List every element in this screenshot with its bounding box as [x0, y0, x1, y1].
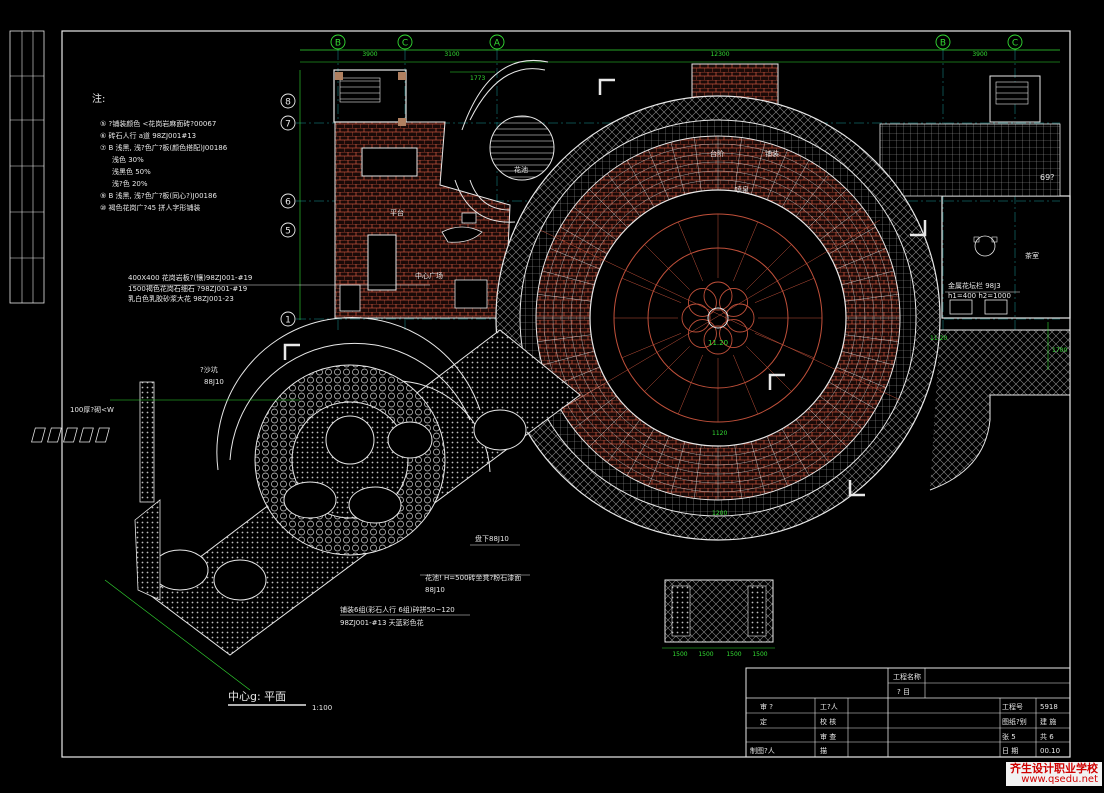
label-fountain: 喷泉 — [735, 185, 749, 194]
tb-project-label: 工程名称 — [893, 672, 921, 681]
tb-r4-c2: 描 — [820, 746, 827, 755]
watermark: 齐生设计职业学校 www.qsedu.net — [1006, 762, 1102, 786]
dim-b: 1773 — [470, 75, 485, 82]
margin-strip — [9, 30, 45, 304]
note-item-7: ⑩ 褐色花岗广?45 拼人字形铺装 — [100, 203, 200, 212]
bottom-dimension-2: 1500 — [726, 651, 741, 658]
bench-row — [31, 427, 110, 443]
grid-axis-left: 8 7 6 5 1 — [280, 93, 296, 327]
notes-list: ⑤ ?铺装颜色 <花岗岩麻面砖?00067 ⑥ 砖石人行 a道 98ZJ001#1… — [100, 119, 228, 212]
tb-r1-c1: 审 ? — [760, 702, 773, 711]
grid-label-left-4: 1 — [285, 316, 291, 326]
tb-r4-c1: 制图?人 — [750, 746, 775, 755]
dim-a: 1120 — [712, 430, 727, 437]
watermark-line-2: www.qsedu.net — [1021, 774, 1098, 785]
dim-c: 1200 — [712, 510, 727, 517]
planter-box-2 — [367, 234, 397, 291]
tb-r1-c2: 工?人 — [820, 703, 838, 711]
tb-r2-c4: 建 施 — [1040, 717, 1056, 726]
tb-r2-c2: 校 核 — [820, 717, 836, 726]
detail-ref: ?沙坑 — [200, 365, 218, 374]
label-garden: 花池 — [514, 165, 528, 174]
callout-2: 1500褐色花岗石细石 ?98ZJ001-#19 — [128, 284, 247, 293]
side-note: 100厚?砌<W — [70, 406, 114, 414]
top-dimension-0: 3900 — [362, 51, 377, 58]
top-dimension-1: 3100 — [444, 51, 459, 58]
notes-heading: 注: — [92, 92, 105, 105]
grid-label-top-0: B — [335, 39, 341, 49]
label-step: 台阶 — [710, 149, 724, 158]
drawing-title: 中心g: 平面 — [228, 690, 286, 703]
bottom-dimension-0: 1500 — [672, 651, 687, 658]
tb-r3-c3: 张 5 — [1002, 732, 1016, 741]
tb-r1-c3: 工程号 — [1002, 702, 1023, 711]
bottom-dimension-3: 1500 — [752, 651, 767, 658]
grid-label-top-2: A — [494, 39, 501, 49]
grid-label-left-0: 8 — [285, 98, 291, 108]
watermark-line-1: 齐生设计职业学校 — [1010, 762, 1098, 775]
planter-note: 花池! H=500砖坐凳?粉石漆面 — [425, 573, 521, 582]
dim-d: 1700 — [1052, 347, 1067, 354]
note-item-0: ⑤ ?铺装颜色 <花岗岩麻面砖?00067 — [100, 119, 216, 128]
label-room: 茶室 — [1025, 251, 1039, 260]
grid-label-top-4: C — [1012, 39, 1018, 49]
note-item-1: ⑥ 砖石人行 a道 98ZJ001#13 — [100, 131, 196, 140]
tb-r2-c3: 图纸?别 — [1002, 717, 1027, 726]
tb-r4-c4: 00.10 — [1040, 747, 1060, 755]
grid-label-left-3: 5 — [285, 227, 291, 237]
grid-label-left-2: 6 — [285, 198, 291, 208]
label-walk: 铺装 — [765, 149, 779, 158]
round-garden — [489, 115, 555, 181]
tb-item-label: ? 目 — [897, 688, 910, 696]
center-elevation: 11.20 — [708, 339, 728, 347]
grid-label-left-1: 7 — [285, 120, 291, 130]
note-item-5: 浅?色 20% — [112, 179, 148, 188]
note-item-6: ⑨ B 浅黑, 浅?色广?板(同心?)J00186 — [100, 191, 217, 200]
title-block — [745, 667, 1071, 758]
bottom-dimensions: 1500 1500 1500 1500 — [672, 651, 767, 658]
tb-r3-c2: 审 查 — [820, 732, 836, 741]
label-room-2: 69? — [1040, 173, 1054, 182]
note-item-2: ⑦ B 浅黑, 浅?色广?板(颜色搭配)J00186 — [100, 143, 228, 152]
tb-r2-c1: 定 — [760, 717, 767, 726]
planter-box — [361, 147, 418, 177]
pool-height: h1=400 h2=1000 — [948, 292, 1011, 300]
fountain-center — [707, 307, 729, 329]
pave-ref: 98ZJ001-#13 天蓝彩色花 — [340, 618, 424, 627]
drawing-scale: 1:100 — [312, 704, 332, 712]
tb-r3-c4: 共 6 — [1040, 732, 1054, 741]
label-plaza: 中心广场 — [415, 271, 443, 280]
grid-label-top-1: C — [402, 39, 408, 49]
tb-r4-c3: 日 期 — [1002, 747, 1018, 755]
top-dimension-3: 3900 — [972, 51, 987, 58]
label-terrace: 平台 — [390, 208, 404, 217]
planter-ref: 88J10 — [425, 586, 445, 594]
top-dimensions: 3900 3100 12300 3900 — [362, 51, 987, 58]
note-item-4: 浅黑色 50% — [112, 167, 151, 176]
top-dimension-2: 12300 — [710, 51, 729, 58]
callout-3: 乳白色乳胶砂浆大花 98ZJ001-23 — [128, 294, 234, 303]
stair-block-left — [333, 69, 407, 123]
pave-note: 铺装6组(彩石人行 6组)碎拼50~120 — [340, 605, 455, 614]
dim-e: 11.20 — [930, 335, 947, 342]
callout-1: 400X400 花岗岩板?(镶)98ZJ001-#19 — [128, 273, 252, 282]
stair-ref: 盘下88J10 — [475, 534, 509, 543]
note-item-3: 浅色 30% — [112, 155, 144, 164]
east-wing-paving — [929, 329, 1071, 491]
bottom-dimension-1: 1500 — [698, 651, 713, 658]
detail-ref-2: 88J10 — [204, 378, 224, 386]
grid-label-top-3: B — [940, 39, 946, 49]
tb-r1-c4: 5918 — [1040, 703, 1058, 711]
plaza-radial-joints — [536, 136, 900, 500]
pool-note: 金属花坛栏 98J3 — [948, 281, 1001, 290]
